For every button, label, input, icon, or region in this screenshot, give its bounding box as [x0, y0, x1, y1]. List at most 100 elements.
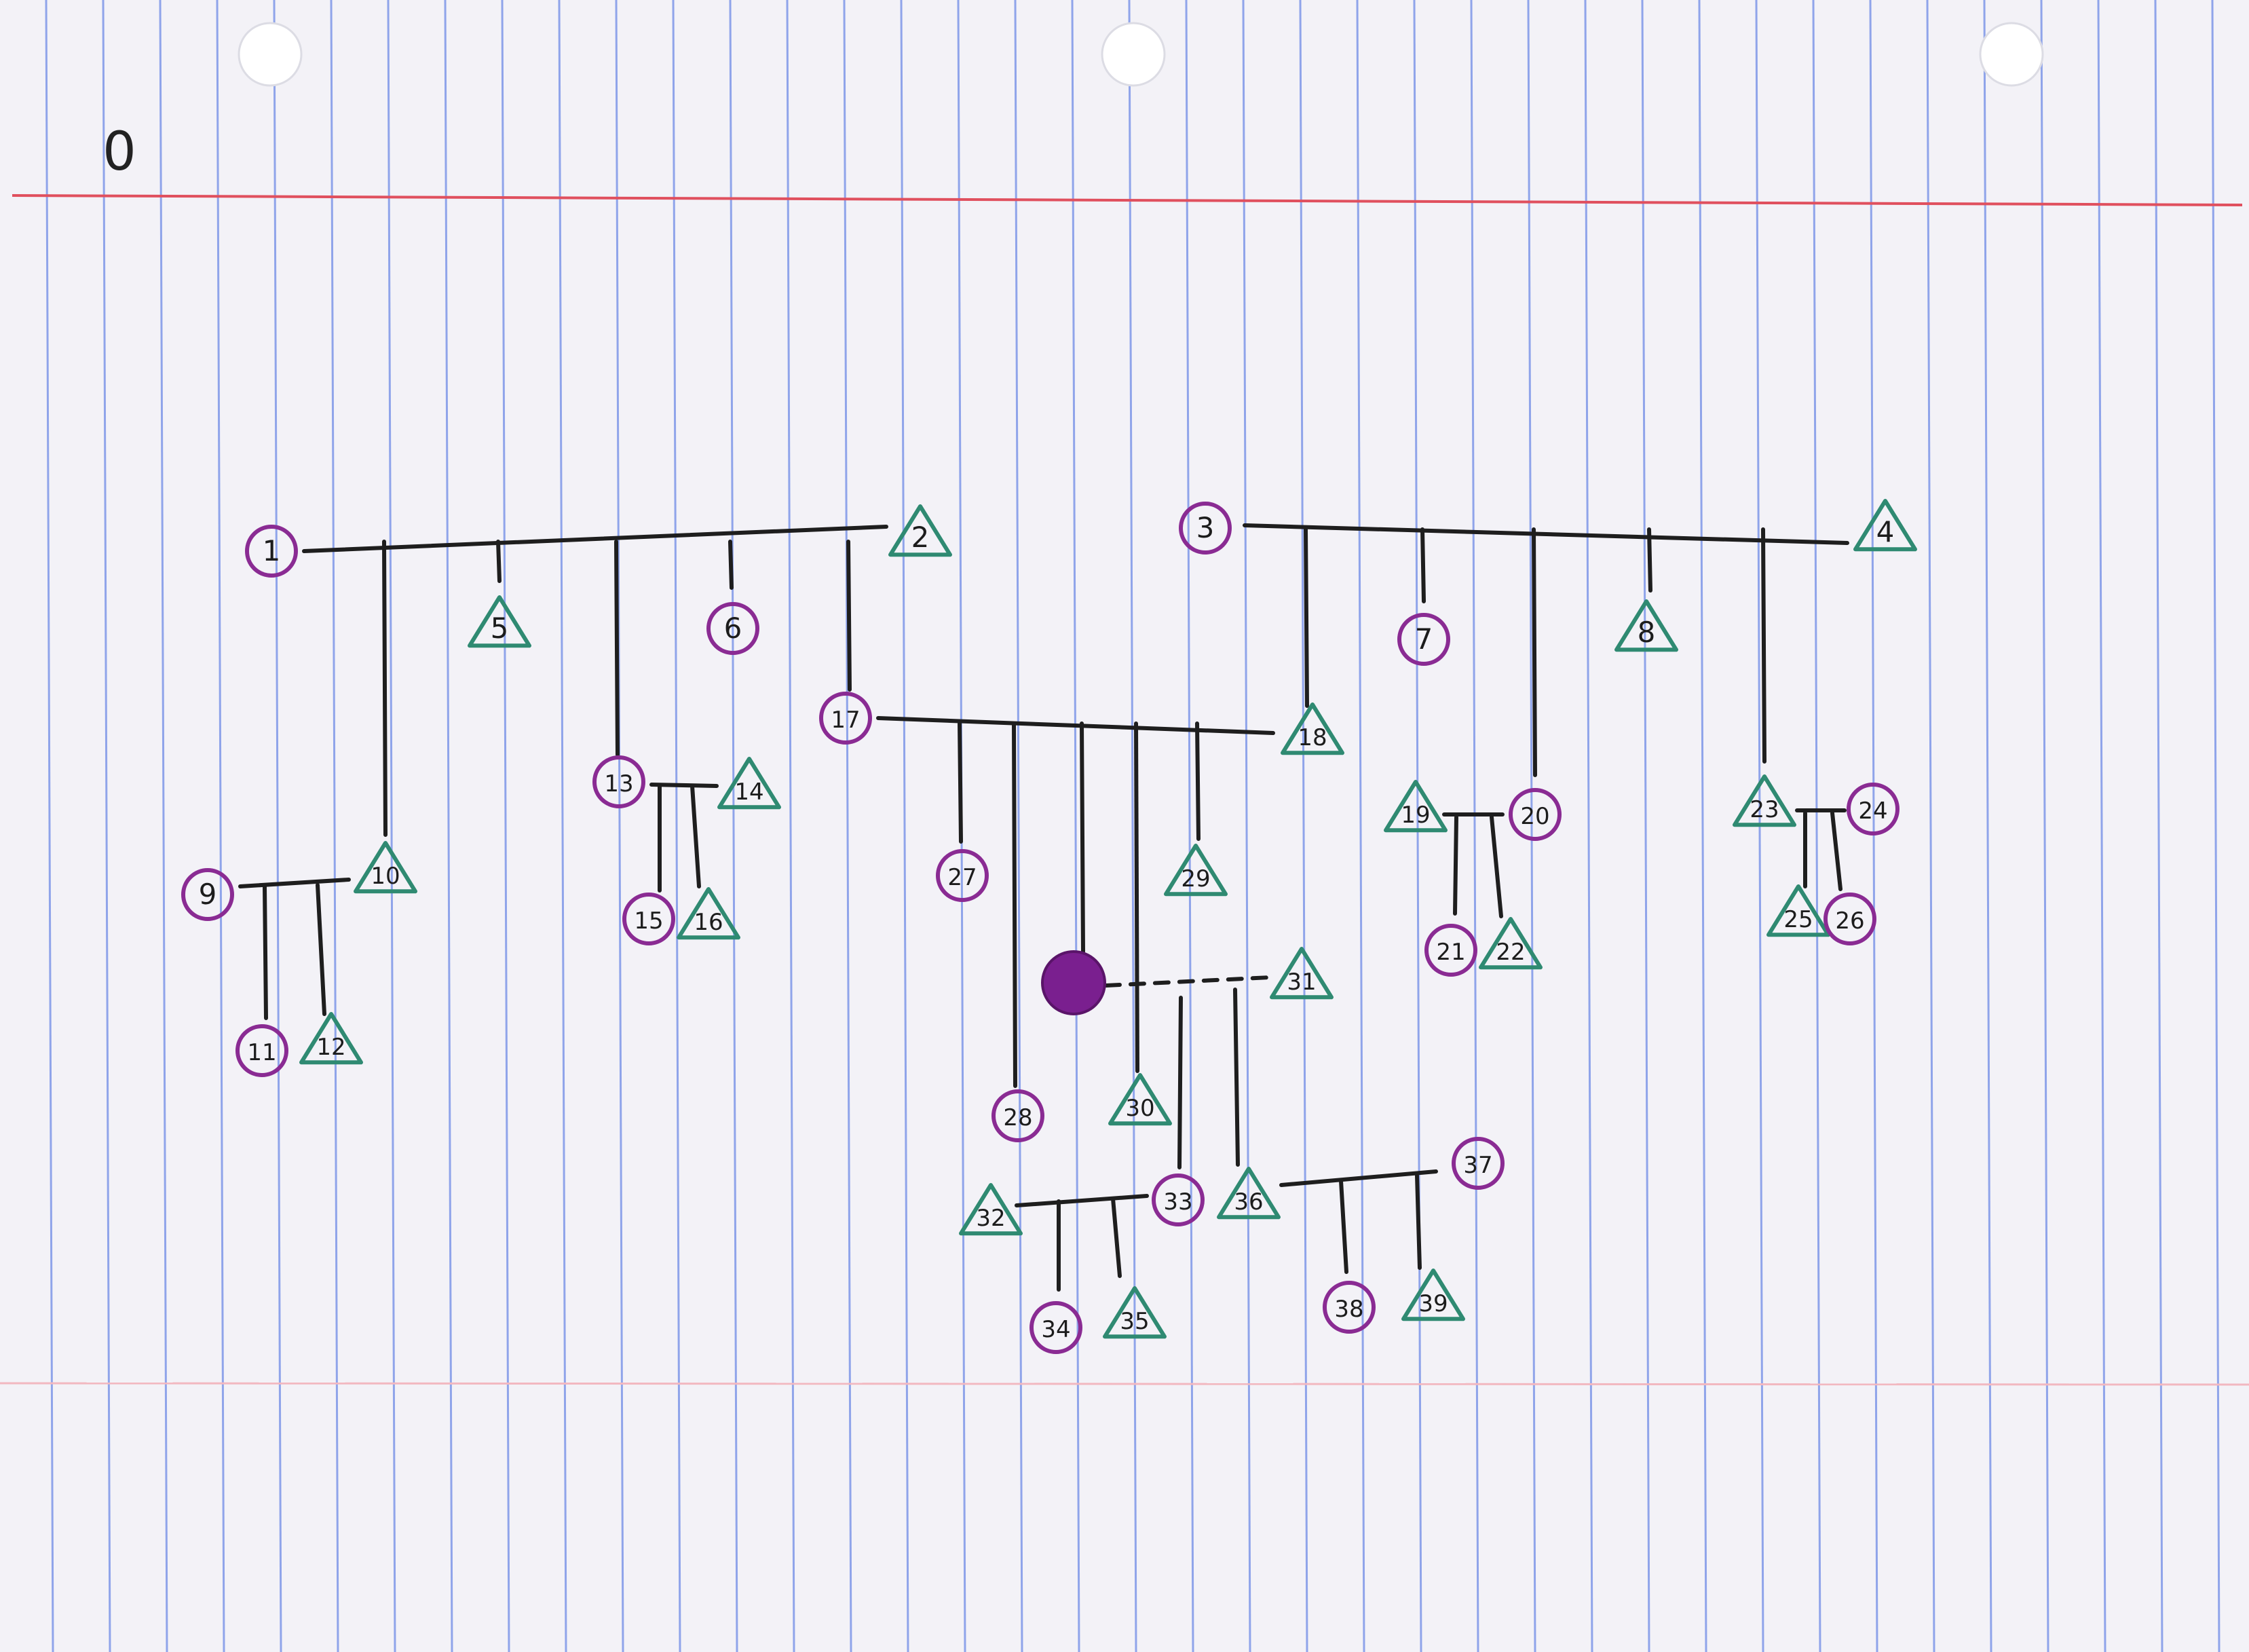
ruled-line [501, 0, 510, 1652]
female-symbol [706, 602, 759, 655]
individual-marked [1041, 950, 1106, 1015]
female-symbol [1823, 893, 1876, 945]
ruled-line [273, 0, 282, 1652]
individual-18: 18 [1281, 702, 1344, 755]
ruled-line [729, 0, 738, 1652]
union-line-32-33 [1015, 1194, 1149, 1207]
descent-line-21 [1453, 815, 1458, 916]
ruled-line [45, 0, 54, 1652]
triangle-symbol [468, 595, 531, 648]
individual-3: 3 [1179, 502, 1232, 555]
individual-label: 20 [1520, 803, 1549, 830]
individual-label: 35 [1120, 1308, 1149, 1335]
individual-2: 2 [888, 504, 952, 557]
ruled-line [1527, 0, 1536, 1652]
descent-line-18 [1304, 527, 1309, 708]
ruled-line [843, 0, 852, 1652]
binder-hole [1979, 22, 2044, 87]
binder-hole [1101, 22, 1166, 87]
descent-line-6 [728, 540, 734, 590]
descent-line-36 [1233, 988, 1240, 1167]
union-line-36-37 [1279, 1169, 1438, 1187]
individual-39: 39 [1401, 1269, 1465, 1321]
bottom-faint-line [0, 1382, 2249, 1386]
individual-38: 38 [1323, 1281, 1376, 1334]
descent-line-22 [1490, 815, 1503, 918]
individual-16: 16 [677, 887, 740, 940]
triangle-symbol [959, 1183, 1023, 1236]
individual-1: 1 [245, 525, 298, 578]
female-symbol [936, 849, 989, 902]
descent-line-20 [1532, 527, 1537, 777]
descent-line-28 [1012, 721, 1017, 1088]
individual-label: 27 [947, 864, 977, 891]
individual-30: 30 [1108, 1073, 1172, 1126]
individual-label: 24 [1858, 797, 1887, 825]
individual-label: 2 [911, 521, 930, 554]
triangle-symbol [1108, 1073, 1172, 1126]
descent-line-35 [1111, 1197, 1122, 1278]
descent-line-23 [1761, 527, 1766, 764]
individual-label: 39 [1418, 1290, 1448, 1317]
ruled-line [1356, 0, 1365, 1652]
female-symbol [1152, 1174, 1205, 1226]
female-symbol [1847, 783, 1900, 836]
ruled-line [444, 0, 453, 1652]
individual-25: 25 [1766, 884, 1830, 937]
ruled-line [2040, 0, 2049, 1652]
individual-17: 17 [819, 692, 872, 745]
female-symbol [991, 1089, 1044, 1142]
ruled-line [387, 0, 396, 1652]
descent-line-10 [382, 540, 388, 837]
ruled-line [1869, 0, 1878, 1652]
ruled-line [672, 0, 681, 1652]
union-line-3-4 [1243, 523, 1849, 545]
individual-label: 36 [1234, 1188, 1263, 1216]
individual-label: 23 [1750, 796, 1779, 823]
individual-label: 32 [976, 1205, 1005, 1232]
ruled-line [1812, 0, 1821, 1652]
triangle-symbol [677, 887, 740, 940]
union-line-marked-31 [1104, 975, 1272, 988]
individual-label: 13 [604, 770, 633, 797]
individual-10: 10 [354, 841, 417, 894]
female-symbol [1397, 613, 1450, 666]
ruled-line [1128, 0, 1137, 1652]
individual-28: 28 [991, 1089, 1044, 1142]
descent-line-5 [496, 540, 502, 583]
individual-37: 37 [1452, 1137, 1505, 1190]
descent-line-17 [846, 540, 852, 692]
triangle-symbol [717, 757, 781, 810]
individual-label: 18 [1298, 724, 1327, 751]
individual-24: 24 [1847, 783, 1900, 836]
individual-36: 36 [1217, 1167, 1281, 1220]
individual-label: 7 [1415, 622, 1433, 656]
descent-line-29 [1195, 721, 1201, 841]
individual-label: 12 [316, 1034, 345, 1061]
descent-line-16 [690, 784, 701, 888]
ruled-line [1584, 0, 1593, 1652]
pedigree-connectors [238, 523, 1849, 1292]
individual-label: 26 [1835, 907, 1864, 935]
ruled-line [1299, 0, 1308, 1652]
individual-label: 37 [1463, 1152, 1492, 1179]
individual-13: 13 [592, 755, 645, 808]
individual-label: 4 [1876, 515, 1895, 548]
female-symbol [1509, 788, 1562, 841]
union-line-17-18 [876, 716, 1275, 735]
ruled-line [1926, 0, 1935, 1652]
descent-line-39 [1415, 1174, 1422, 1270]
descent-line-13 [614, 540, 620, 757]
union-line-9-10 [238, 878, 351, 888]
margin-line [12, 194, 2243, 206]
female-symbol [819, 692, 872, 745]
union-line-1-2 [302, 525, 888, 553]
individual-8: 8 [1614, 599, 1678, 652]
descent-line-11 [263, 884, 268, 1020]
female-symbol [1452, 1137, 1505, 1190]
female-symbol [245, 525, 298, 578]
individual-20: 20 [1509, 788, 1562, 841]
descent-line-26 [1830, 811, 1842, 891]
individual-11: 11 [235, 1024, 288, 1077]
affected-filled-symbol [1041, 950, 1106, 1015]
